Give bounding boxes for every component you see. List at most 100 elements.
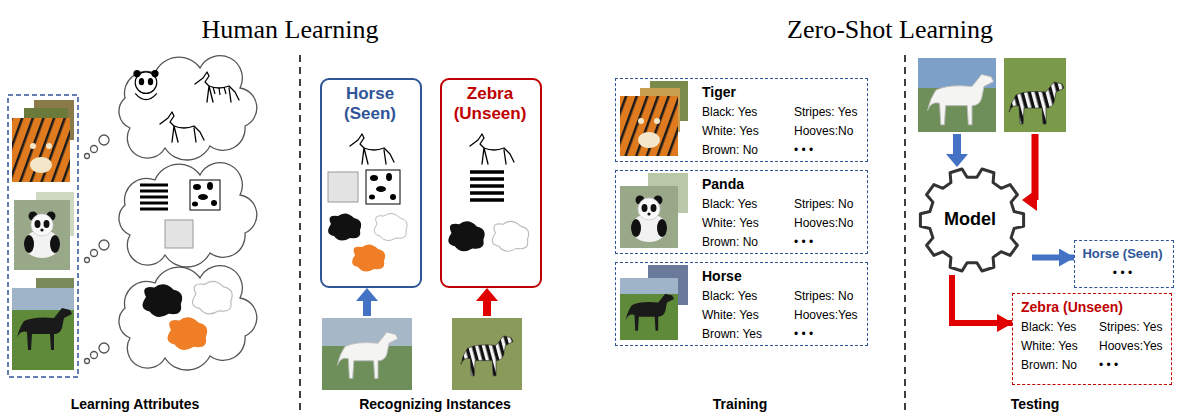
attribute-text: Black: Yes (702, 289, 757, 303)
stage-caption: Training (640, 396, 840, 413)
thought-clouds (119, 56, 257, 160)
seen-attributes (390, 194, 396, 200)
ellipsis-text: • • • (1075, 266, 1170, 280)
unseen-attributes (470, 172, 504, 200)
seen-attributes (328, 172, 358, 202)
separator-line (300, 55, 905, 415)
thought-clouds (99, 135, 109, 145)
unseen-attributes (470, 170, 504, 204)
panda-sketch (133, 70, 158, 100)
attribute-text: White: Yes (702, 216, 759, 230)
seen-attributes (366, 170, 400, 204)
thought-clouds (119, 163, 257, 267)
seen-attributes (352, 244, 385, 271)
seen-attributes (328, 213, 361, 240)
cloud-sketches (168, 317, 208, 350)
learning-photos (12, 118, 70, 182)
seen-prediction-box: Horse (Seen) • • • (1074, 240, 1174, 288)
seen-attributes (369, 195, 375, 200)
training-photos (631, 196, 667, 243)
attribute-text: White: Yes (702, 308, 759, 322)
instance-arrows (476, 288, 498, 301)
training-photos (654, 118, 660, 124)
training-photos (638, 132, 660, 148)
attribute-text: • • • (1099, 358, 1118, 372)
input-arrows (953, 134, 961, 155)
unseen-attributes (492, 221, 528, 251)
separator-line (904, 55, 906, 415)
stage-caption: Testing (935, 396, 1135, 413)
seen-attributes (370, 175, 378, 181)
thought-clouds (85, 258, 90, 263)
attribute-text: • • • (794, 327, 813, 341)
attribute-text: Black: Yes (702, 197, 757, 211)
node-title: Horse (Seen) (322, 84, 418, 125)
learning-photos (8, 95, 78, 377)
instance-photos (322, 318, 412, 346)
test-photos (1004, 58, 1066, 132)
unseen-prediction-box: Zebra (Unseen)Black: YesStripes: YesWhit… (1012, 293, 1172, 385)
attribute-text: Hooves:No (794, 216, 853, 230)
training-photos (620, 278, 678, 340)
attribute-text: Stripes: Yes (1099, 320, 1162, 334)
spots-square (207, 182, 213, 190)
learning-photos (24, 212, 60, 259)
attribute-text: Stripes: No (794, 289, 853, 303)
attribute-text: • • • (794, 143, 813, 157)
spots-square (198, 194, 208, 200)
unseen-attributes (448, 221, 484, 251)
unseen-attributes (448, 134, 528, 251)
seen-attributes (350, 134, 394, 164)
instance-photos (452, 318, 522, 390)
attribute-text: Hooves:No (794, 124, 853, 138)
unseen-class-box: Zebra (Unseen) (440, 78, 542, 288)
learning-photos (12, 288, 74, 370)
node-title: Horse (702, 268, 742, 285)
attribute-text: Brown: Yes (702, 327, 762, 341)
learning-photos (12, 288, 74, 310)
input-arrows (1022, 189, 1037, 211)
instance-photos (337, 332, 398, 378)
thought-clouds (85, 56, 257, 370)
attribute-text: Brown: No (1021, 358, 1077, 372)
cloud-sketches (160, 112, 204, 142)
panda-sketch (148, 78, 153, 85)
node-title: Tiger (702, 84, 736, 101)
node-title: Zebra (Unseen) (1021, 299, 1123, 316)
seen-attributes (376, 186, 386, 192)
node-title: Horse (Seen) (1075, 246, 1170, 262)
spots-square (192, 202, 198, 207)
instance-arrows (363, 300, 371, 316)
tiger-sketch (195, 72, 239, 102)
learning-photos (30, 143, 36, 149)
section-heading: Human Learning (140, 14, 440, 45)
cloud-sketches (193, 281, 233, 314)
stripes-square (140, 185, 168, 209)
thought-clouds (91, 146, 98, 153)
thought-clouds (99, 240, 109, 250)
training-class-box: HorseBlack: YesStripes: NoWhite: YesHoov… (615, 262, 868, 346)
spots-square (211, 200, 217, 206)
node-title: Panda (702, 176, 744, 193)
attribute-text: White: Yes (702, 124, 759, 138)
training-photos (620, 186, 678, 248)
attribute-text: Brown: No (702, 235, 758, 249)
seen-attributes (374, 213, 407, 240)
learning-photos (30, 157, 52, 173)
plain-square (165, 220, 193, 248)
training-photos (620, 278, 678, 294)
seen-class-box: Horse (Seen) (320, 78, 422, 288)
learning-photos (46, 143, 52, 149)
instance-arrows (483, 300, 491, 316)
unseen-attributes (470, 134, 514, 164)
training-photos (620, 81, 688, 340)
test-photos (918, 58, 996, 132)
seen-attributes (386, 173, 392, 181)
tiger-sketch (195, 72, 239, 102)
cloud-sketches (143, 284, 183, 317)
spots-square (190, 180, 220, 210)
thought-clouds (85, 154, 90, 159)
prediction-arrow (952, 275, 1012, 323)
learning-photos (8, 95, 78, 377)
